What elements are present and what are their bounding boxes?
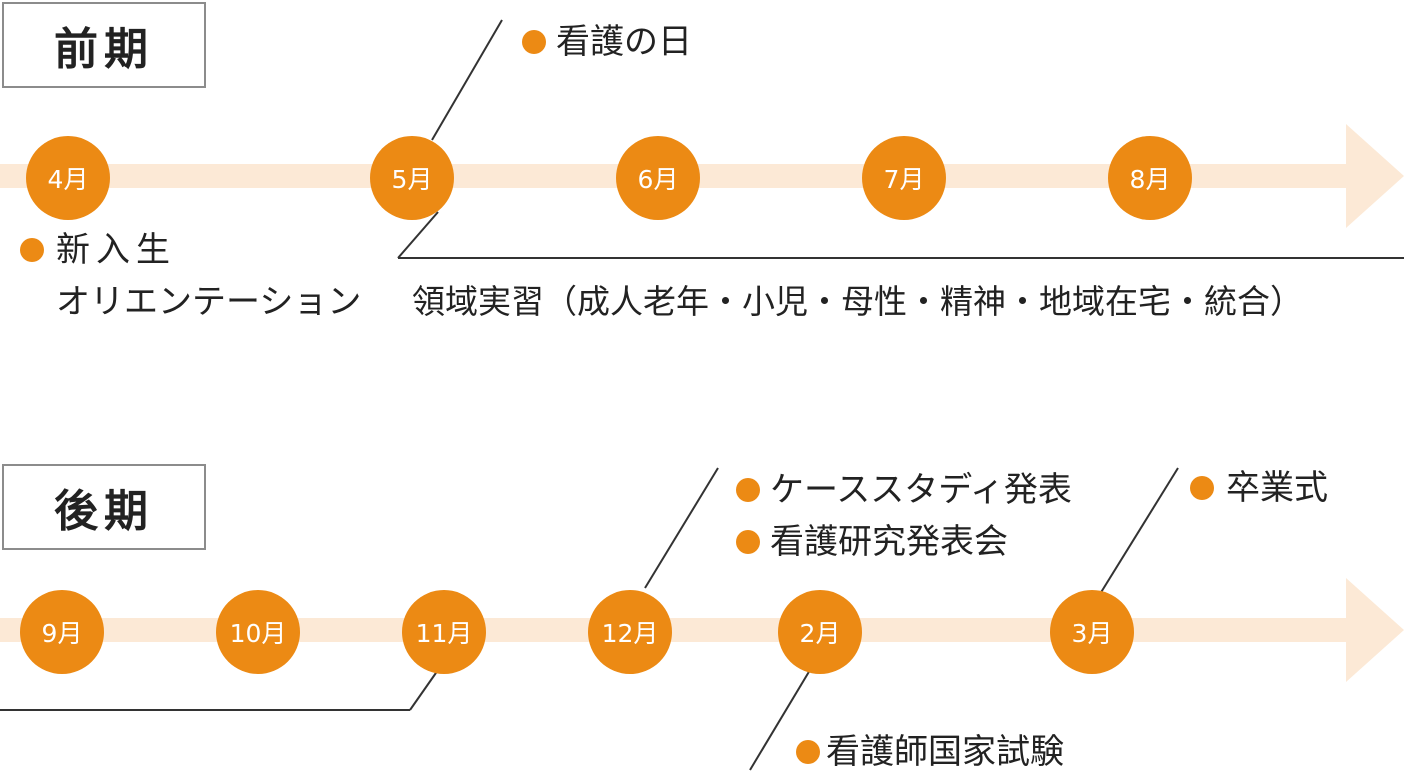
bullet-dot bbox=[522, 30, 546, 54]
event-graduation: 卒業式 bbox=[1226, 468, 1328, 508]
event-research: 看護研究発表会 bbox=[770, 522, 1008, 562]
connector-practicum bbox=[398, 225, 1404, 258]
month-node: 8月 bbox=[1108, 136, 1192, 220]
bullet-dot bbox=[736, 530, 760, 554]
timeline-arrow-first bbox=[0, 124, 1404, 228]
practicum-slant bbox=[397, 211, 439, 259]
connector-graduation bbox=[1099, 467, 1179, 595]
lower-rule-slant bbox=[409, 669, 439, 711]
month-node: 6月 bbox=[616, 136, 700, 220]
month-node: 10月 bbox=[216, 590, 300, 674]
bullet-dot bbox=[1190, 476, 1214, 500]
month-node: 7月 bbox=[862, 136, 946, 220]
second-half-title: 後期 bbox=[2, 464, 206, 550]
event-case-study: ケーススタディ発表 bbox=[770, 470, 1072, 510]
bullet-dot bbox=[736, 478, 760, 502]
event-orientation-line2: オリエンテーション bbox=[56, 282, 362, 322]
connector-nursing-day bbox=[431, 19, 503, 141]
month-node: 2月 bbox=[778, 590, 862, 674]
event-practicum: 領域実習（成人老年・小児・母性・精神・地域在宅・統合） bbox=[412, 282, 1303, 321]
month-node: 11月 bbox=[402, 590, 486, 674]
connector-case-study bbox=[644, 467, 719, 589]
event-orientation-line1: 新入生 bbox=[56, 230, 176, 270]
month-node: 5月 bbox=[370, 136, 454, 220]
month-node: 9月 bbox=[20, 590, 104, 674]
bullet-dot bbox=[796, 740, 820, 764]
event-nursing-day: 看護の日 bbox=[556, 22, 692, 62]
connector-national-exam bbox=[749, 669, 811, 771]
timeline-arrow-second bbox=[0, 578, 1404, 682]
first-half-title: 前期 bbox=[2, 2, 206, 88]
month-node: 4月 bbox=[26, 136, 110, 220]
bullet-dot bbox=[20, 238, 44, 262]
event-national-exam: 看護師国家試験 bbox=[826, 732, 1064, 772]
month-node: 3月 bbox=[1050, 590, 1134, 674]
month-node: 12月 bbox=[588, 590, 672, 674]
